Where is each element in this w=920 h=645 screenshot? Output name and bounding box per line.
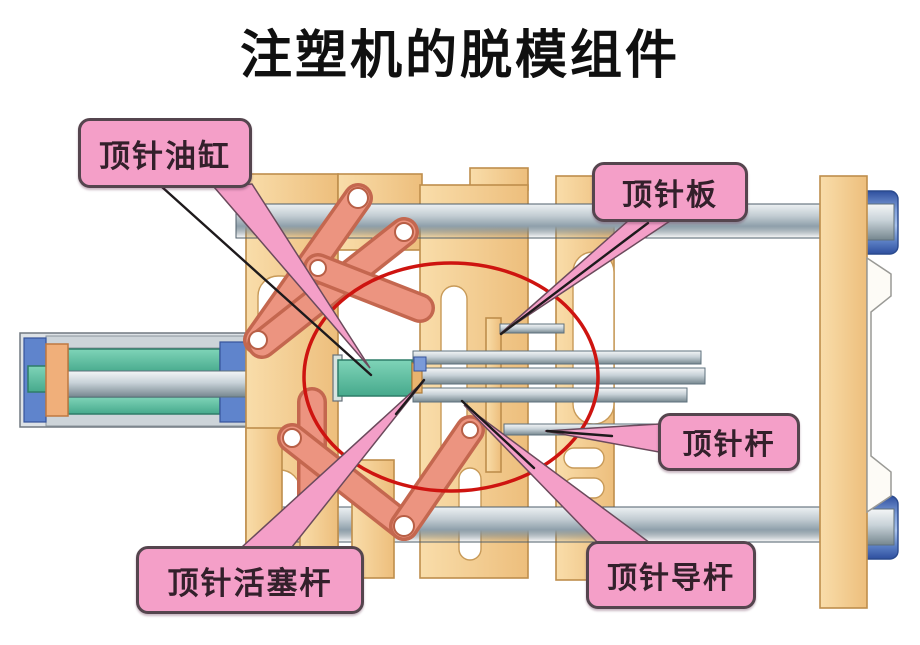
piston-head	[332, 354, 427, 402]
label-piston-rod-text: 顶针活塞杆	[167, 565, 333, 601]
fixed-platen	[819, 175, 899, 609]
page-title: 注塑机的脱模组件	[239, 28, 680, 85]
label-guide-rod: 顶针导杆	[586, 541, 756, 609]
tie-bar-bottom	[251, 506, 873, 543]
label-ejector-rod-text: 顶针杆	[682, 429, 776, 461]
label-ejector-plate: 顶针板	[592, 162, 748, 222]
label-guide-rod-text: 顶针导杆	[607, 562, 735, 595]
label-oil-cylinder-text: 顶针油缸	[99, 138, 231, 174]
label-ejector-plate-text: 顶针板	[622, 179, 718, 212]
label-oil-cylinder: 顶针油缸	[78, 118, 252, 188]
label-ejector-rod: 顶针杆	[658, 413, 800, 471]
highlight-ellipse	[302, 261, 600, 493]
cylinder-piston	[45, 343, 69, 417]
label-piston-rod: 顶针活塞杆	[136, 546, 364, 614]
